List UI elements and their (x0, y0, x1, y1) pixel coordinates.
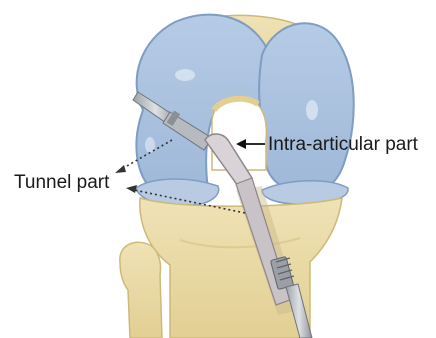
fibula (120, 242, 162, 338)
intra-articular-label: Intra-articular part (268, 135, 418, 154)
tunnel-label: Tunnel part (14, 173, 109, 192)
tibia (140, 198, 342, 338)
